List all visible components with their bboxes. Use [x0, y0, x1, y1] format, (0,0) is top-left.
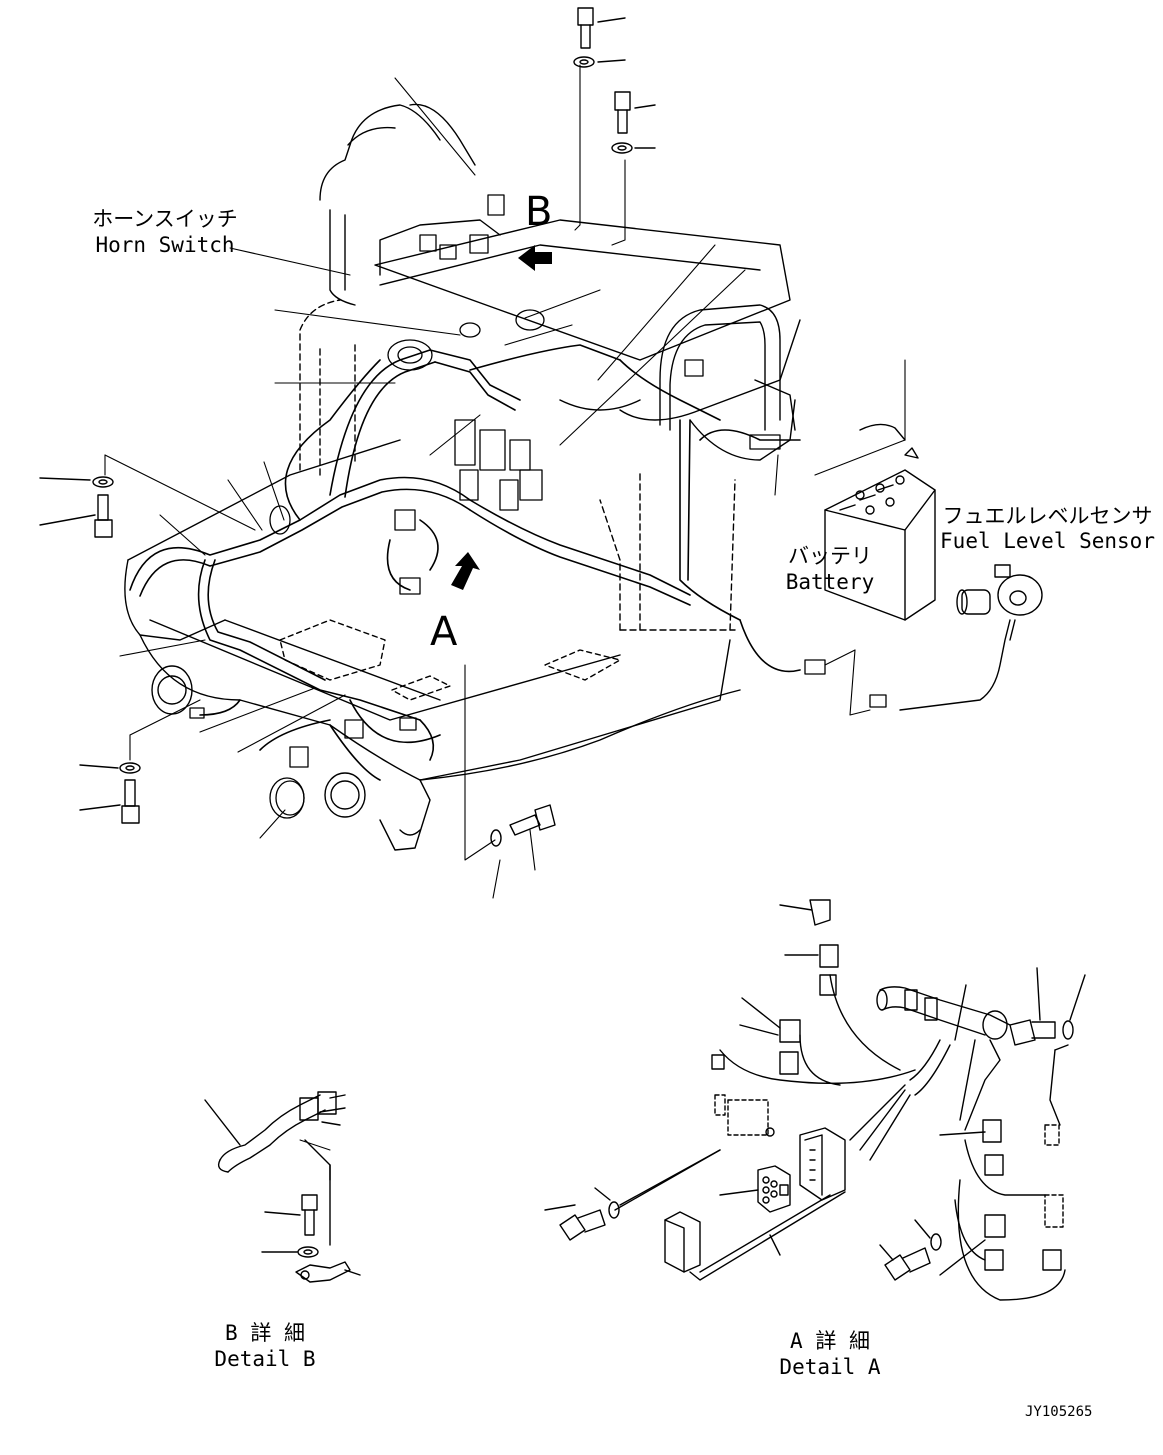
view-arrows [451, 245, 552, 590]
detail-b-label-en: Detail B [214, 1347, 316, 1371]
fuel-level-sensor [899, 564, 1043, 711]
fuel-sensor-label-en: Fuel Level Sensor [940, 529, 1155, 553]
drawing-number: JY105265 [1025, 1404, 1093, 1420]
view-b-marker: B [525, 189, 553, 235]
main-connectors [189, 194, 887, 819]
detail-frames [299, 1139, 331, 1151]
main-harness [129, 344, 801, 781]
battery-label-jp: バッテリ [788, 544, 872, 568]
battery-label-en: Battery [785, 570, 875, 594]
detail-a-drawing [544, 899, 1086, 1301]
detail-a-label-en: Detail A [779, 1355, 881, 1379]
battery [824, 423, 936, 621]
chassis-outline [124, 103, 801, 851]
fuel-sensor-label-jp: フュエルレベルセンサ [942, 504, 1153, 528]
reference-lines [104, 64, 906, 899]
horn-switch-label-en: Horn Switch [95, 233, 235, 257]
detail-b-label-jp: B 詳 細 [225, 1321, 305, 1345]
detail-b-drawing [204, 1091, 361, 1283]
horn-switch-label-jp: ホーンスイッチ [92, 207, 238, 231]
detail-a-label-jp: A 詳 細 [790, 1329, 870, 1353]
bolts-washers-main [39, 7, 656, 847]
view-a-marker: A [430, 609, 458, 655]
